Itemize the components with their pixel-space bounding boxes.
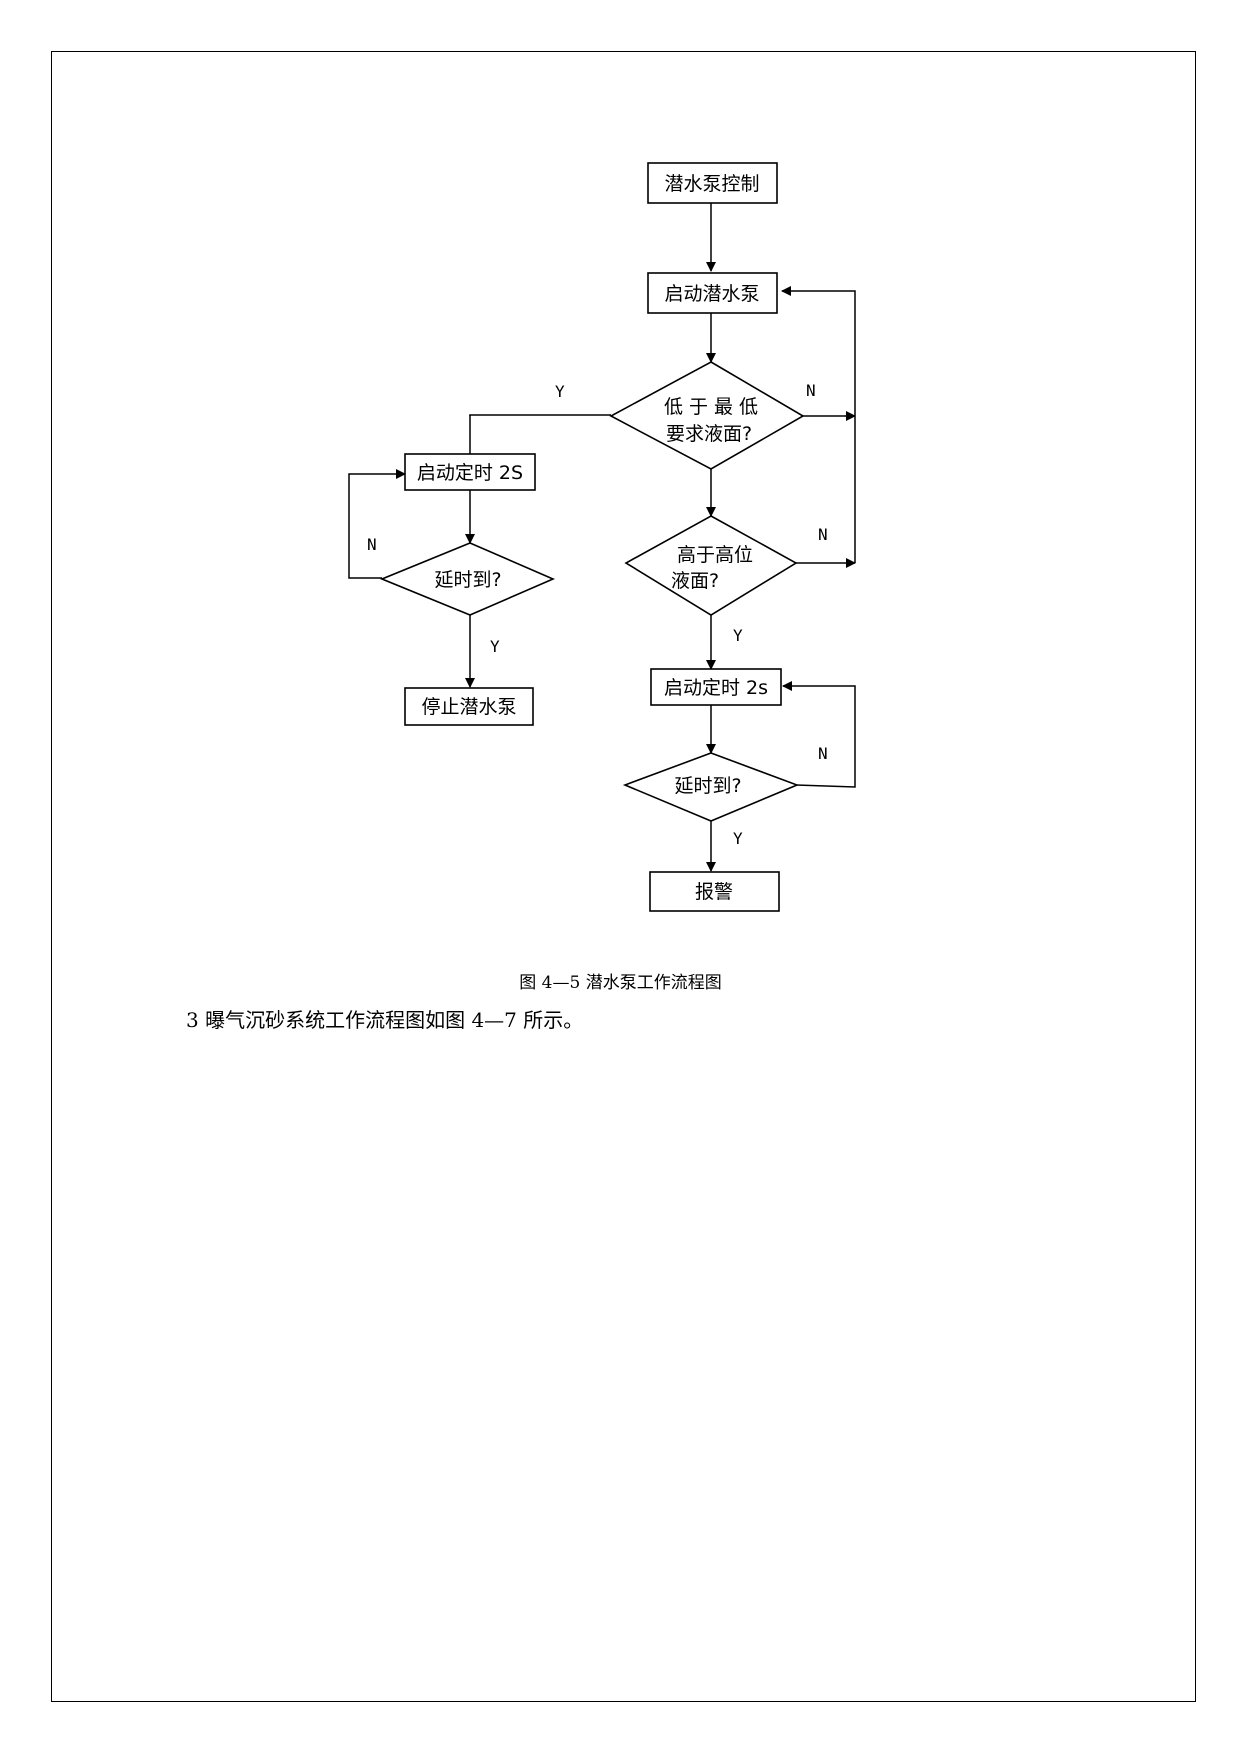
node-stop-pump-label: 停止潜水泵 — [421, 696, 516, 718]
label-no-right-delay: N — [818, 744, 828, 763]
label-no-left-delay: N — [367, 535, 377, 554]
node-start-pump-label: 启动潜水泵 — [664, 283, 759, 305]
decision-right-delay: 延时到? — [622, 752, 800, 822]
node-right-timer: 启动定时 2s — [650, 668, 782, 706]
decision-high-level-line1: 高于高位 — [677, 544, 753, 566]
label-no-low: N — [806, 381, 816, 400]
connectors — [348, 203, 856, 872]
decision-low-level-line1: 低 于 最 低 — [664, 396, 758, 418]
node-stop-pump: 停止潜水泵 — [404, 687, 534, 726]
label-yes-right-delay: Y — [733, 829, 743, 848]
page-border — [51, 51, 1196, 1702]
node-right-timer-label: 启动定时 2s — [664, 677, 768, 699]
body-paragraph: 3 曝气沉砂系统工作流程图如图 4—7 所示。 — [186, 1008, 584, 1032]
decision-high-level-line2: 液面? — [671, 570, 719, 592]
decision-low-level: 低 于 最 低 要求液面? — [609, 361, 805, 470]
label-yes-low: Y — [555, 382, 565, 401]
label-yes-left-delay: Y — [490, 637, 500, 656]
node-left-timer: 启动定时 2S — [404, 453, 536, 491]
decision-high-level: 高于高位 液面? — [624, 515, 798, 616]
node-alarm: 报警 — [649, 871, 780, 912]
decision-left-delay-label: 延时到? — [434, 569, 501, 591]
node-left-timer-label: 启动定时 2S — [417, 462, 523, 484]
decision-right-delay-label: 延时到? — [674, 775, 741, 797]
decision-low-level-line2: 要求液面? — [666, 423, 752, 445]
decision-left-delay: 延时到? — [379, 542, 556, 616]
figure-caption: 图 4—5 潜水泵工作流程图 — [519, 973, 722, 993]
label-no-high: N — [818, 525, 828, 544]
label-yes-high: Y — [733, 626, 743, 645]
node-alarm-label: 报警 — [695, 881, 733, 903]
node-start-pump: 启动潜水泵 — [647, 272, 778, 314]
node-start-label: 潜水泵控制 — [664, 173, 759, 195]
node-start: 潜水泵控制 — [647, 162, 778, 204]
